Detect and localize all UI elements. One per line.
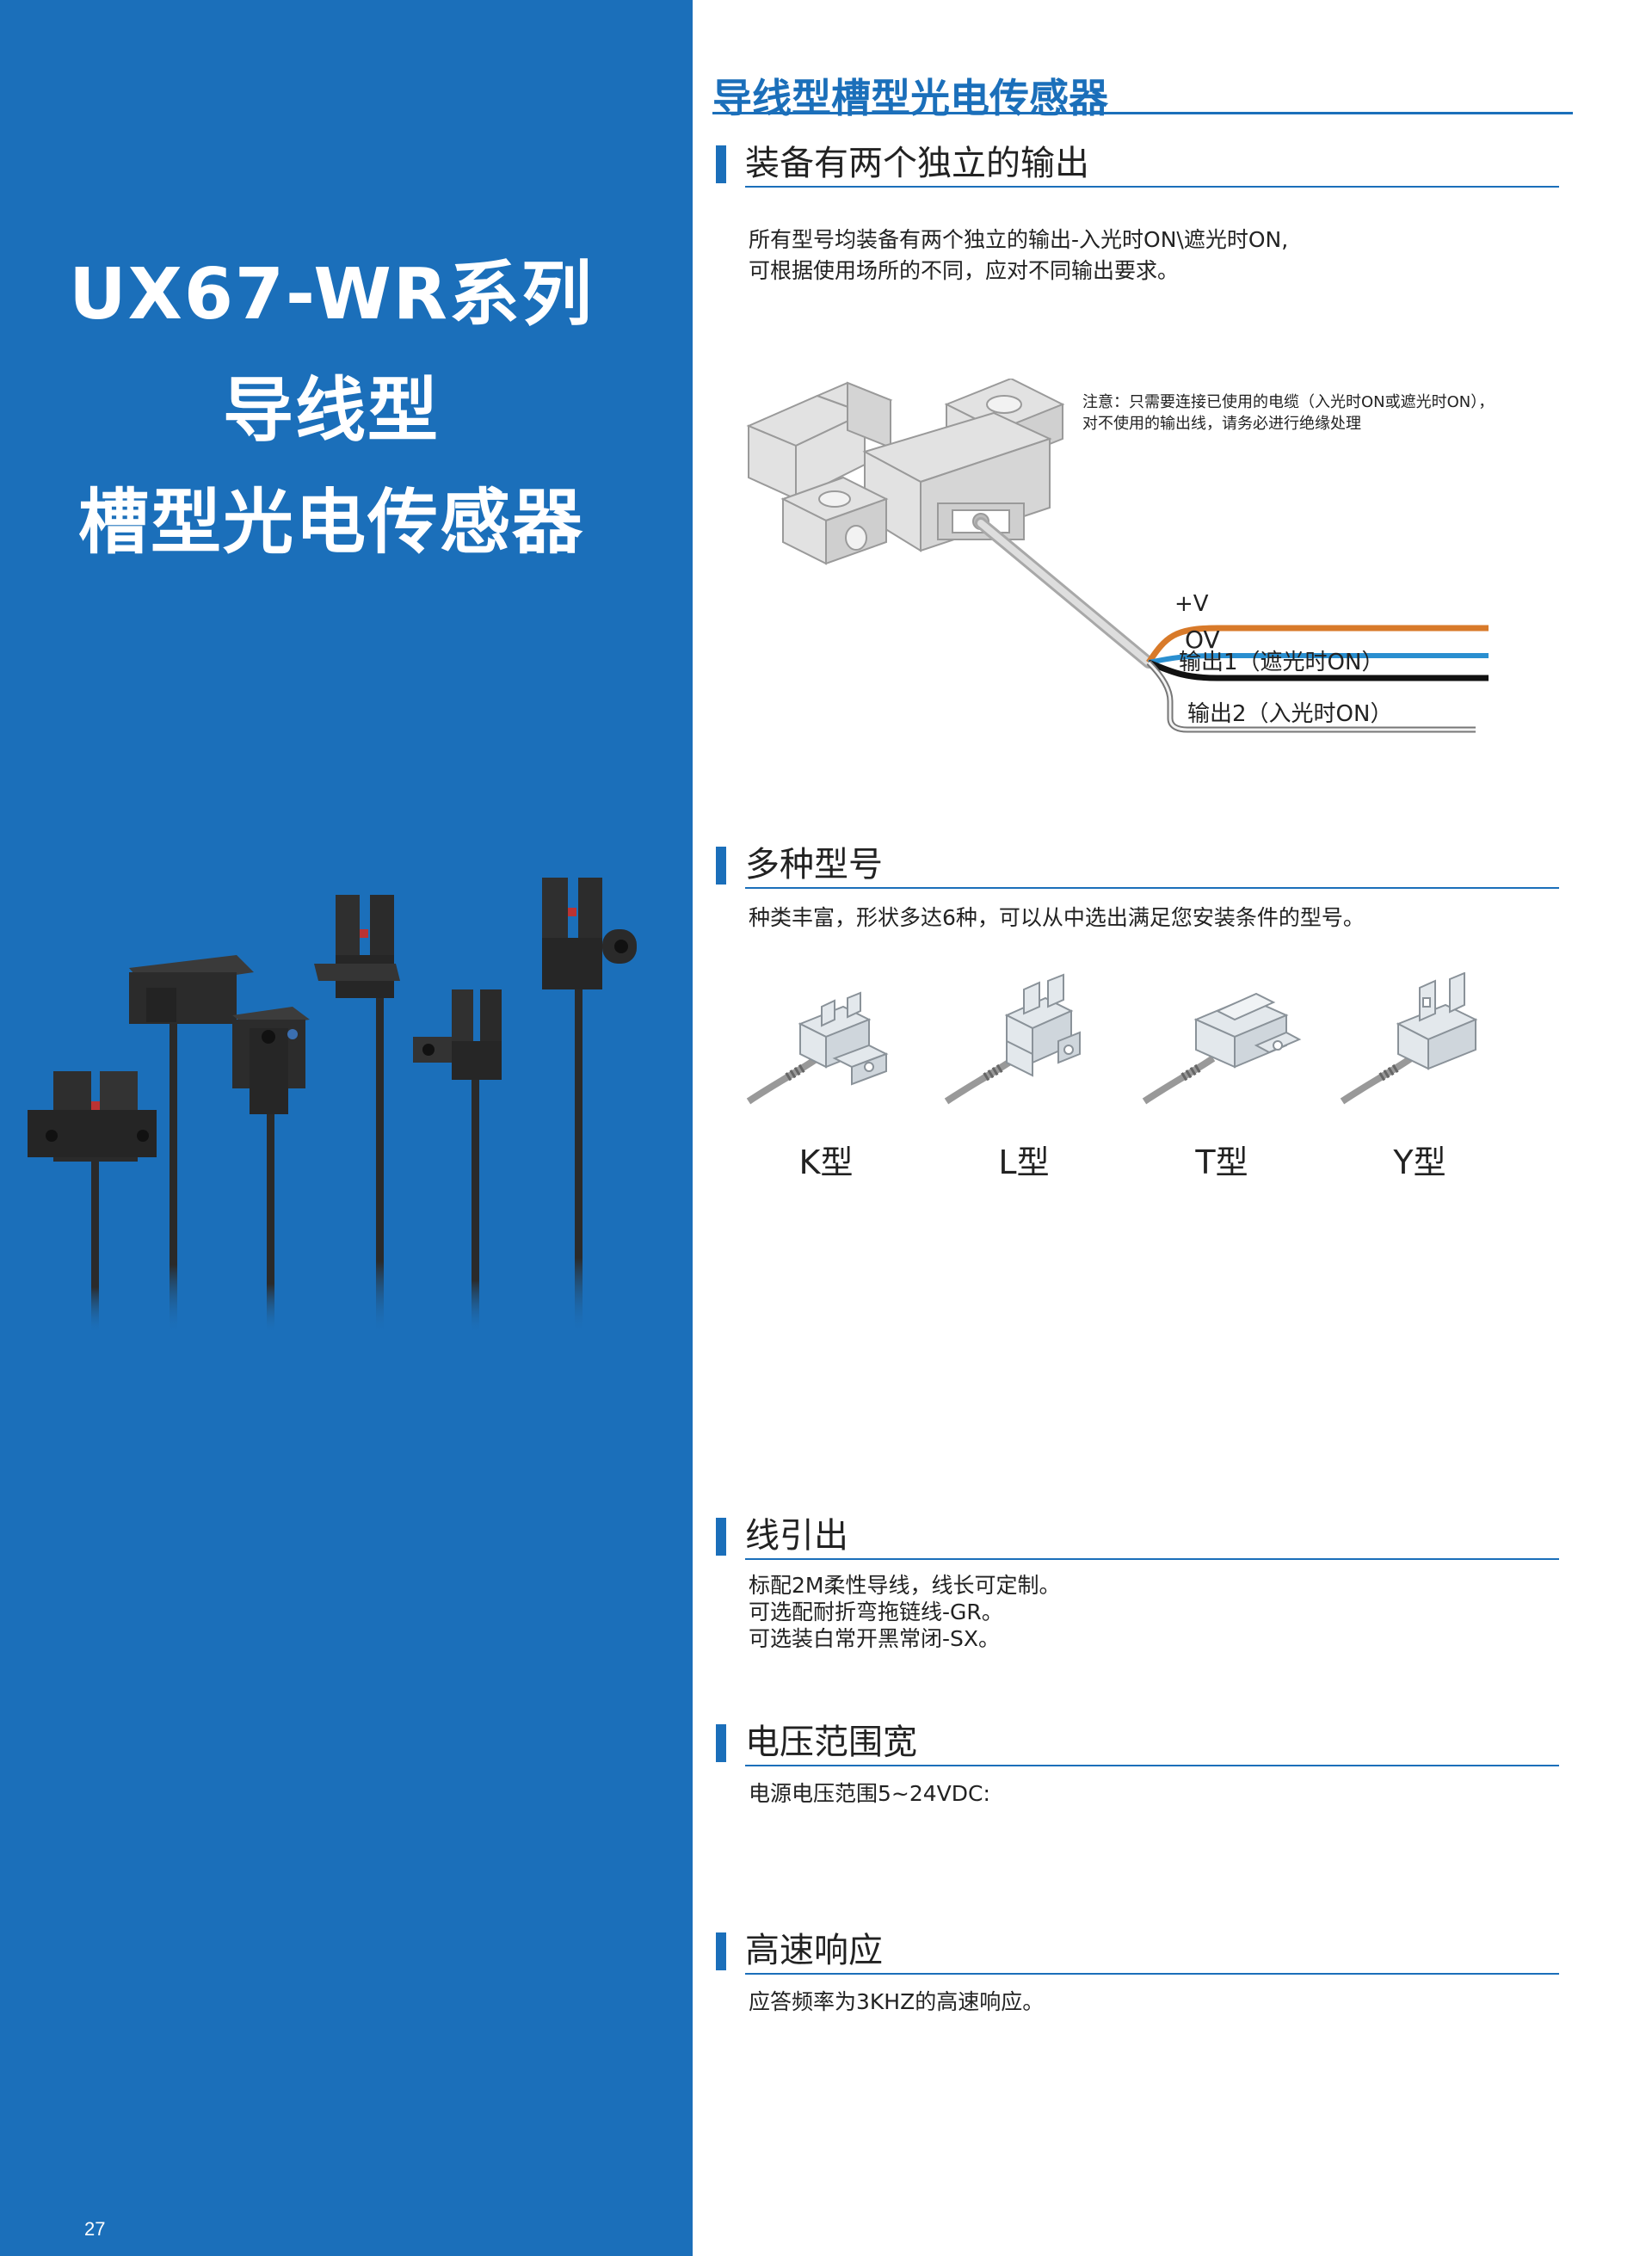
section-title: 电压范围宽 — [745, 1723, 917, 1762]
t-type-sensor-icon — [1142, 992, 1302, 1105]
section-divider — [745, 887, 1559, 889]
model-y-type: Y型 — [1334, 972, 1506, 1187]
sensor-body-4 — [314, 895, 400, 998]
k-type-sensor-icon — [746, 991, 889, 1105]
section-marker — [716, 1724, 726, 1762]
page-number: 27 — [84, 2218, 106, 2240]
speed-text-line1: 应答频率为3KHZ的高速响应。 — [749, 1989, 1045, 2014]
section-marker — [716, 847, 726, 885]
product-photo — [28, 878, 637, 1334]
hero-title-series: UX67-WR系列 — [69, 254, 594, 336]
sensor-body-3 — [232, 1007, 310, 1114]
hero-title-product: 槽型光电传感器 — [77, 482, 584, 564]
page-title: 导线型槽型光电传感器 — [712, 75, 1108, 121]
wiring-note-line1: 注意：只需要连接已使用的电缆（入光时ON或遮光时ON）， — [1082, 393, 1495, 411]
model-label-l: L型 — [998, 1143, 1050, 1181]
section-divider — [745, 1558, 1559, 1560]
wire-black — [1147, 659, 1489, 681]
wire-label-plus-v: +V — [1174, 591, 1209, 617]
sensor-illustration — [746, 379, 1065, 565]
sensor-body-1 — [28, 1071, 157, 1162]
section-header-outputs: 装备有两个独立的输出 — [716, 142, 1559, 188]
left-blue-panel: UX67-WR系列 导线型 槽型光电传感器 — [0, 0, 693, 2256]
model-label-k: K型 — [798, 1143, 854, 1181]
model-label-t: T型 — [1195, 1143, 1248, 1181]
wire-label-output2: 输出2（入光时ON） — [1187, 701, 1392, 727]
section-title: 多种型号 — [745, 845, 883, 885]
outputs-text-line1: 所有型号均装备有两个独立的输出-入光时ON\遮光时ON, — [749, 227, 1289, 252]
title-divider — [712, 112, 1573, 114]
wire-brown — [1146, 625, 1489, 664]
section-header-models: 多种型号 — [716, 843, 1559, 890]
wire-blue — [1148, 653, 1489, 665]
wire-label-output1: 输出1（遮光时ON） — [1179, 650, 1384, 675]
wiring-text-line3: 可选装白常开黑常闭-SX。 — [749, 1626, 1001, 1651]
voltage-text-line1: 电源电压范围5~24VDC: — [749, 1781, 990, 1806]
l-type-sensor-icon — [944, 973, 1081, 1105]
section-header-speed: 高速响应 — [716, 1929, 1559, 1976]
section-title: 装备有两个独立的输出 — [745, 144, 1089, 183]
section-divider — [745, 1765, 1559, 1766]
sensor-body-5 — [413, 989, 502, 1080]
wiring-text-line1: 标配2M柔性导线，线长可定制。 — [749, 1573, 1061, 1598]
hero-title-type: 导线型 — [222, 370, 440, 452]
model-t-type: T型 — [1136, 972, 1308, 1187]
y-type-sensor-icon — [1340, 972, 1478, 1105]
model-l-type: L型 — [938, 972, 1110, 1187]
section-header-wiring: 线引出 — [716, 1514, 1559, 1561]
wiring-diagram: +V OV 输出1（遮光时ON） 输出2（入光时ON） — [746, 379, 1489, 733]
section-divider — [745, 1973, 1559, 1975]
model-types-row: K型 L型 — [740, 972, 1514, 1187]
model-k-type: K型 — [740, 972, 912, 1187]
sensor-body-6 — [542, 878, 637, 989]
section-marker — [716, 145, 726, 183]
wiring-text-line2: 可选配耐折弯拖链线-GR。 — [749, 1600, 1003, 1624]
model-label-y: Y型 — [1393, 1143, 1446, 1181]
sensor-body-2 — [129, 955, 254, 1024]
wiring-note-line2: 对不使用的输出线，请务必进行绝缘处理 — [1082, 415, 1361, 433]
models-text-line1: 种类丰富，形状多达6种，可以从中选出满足您安装条件的型号。 — [749, 905, 1365, 930]
wire-label-0v: OV — [1185, 626, 1220, 654]
section-title: 线引出 — [745, 1516, 848, 1556]
section-marker — [716, 1932, 726, 1970]
section-divider — [745, 186, 1559, 188]
section-header-voltage: 电压范围宽 — [716, 1721, 1559, 1767]
section-title: 高速响应 — [745, 1931, 883, 1970]
section-marker — [716, 1518, 726, 1556]
outputs-text-line2: 可根据使用场所的不同，应对不同输出要求。 — [749, 258, 1180, 283]
